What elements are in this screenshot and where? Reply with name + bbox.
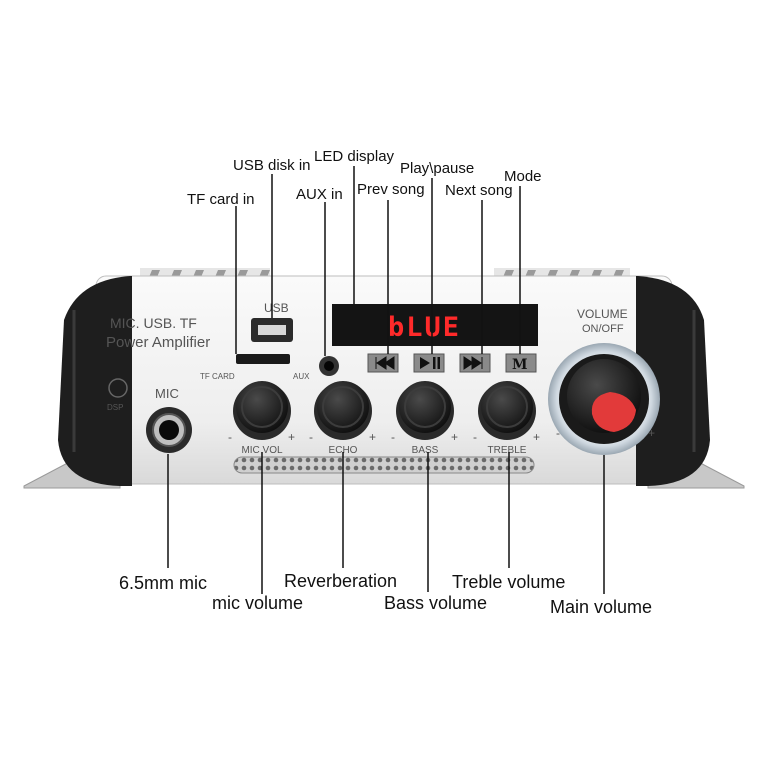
grille-strip [233, 456, 535, 474]
prev-song-button[interactable] [367, 353, 399, 373]
callout-next-song: Next song [445, 182, 513, 199]
aux-label: AUX [293, 372, 310, 381]
callout-aux-in: AUX in [296, 186, 343, 203]
echo-knob[interactable] [314, 381, 372, 440]
left-bumper [58, 276, 132, 486]
right-bumper [636, 276, 710, 486]
led-display-text: bLUE [388, 312, 461, 343]
knob-minus-mark: - [391, 430, 395, 444]
knob-label: BASS [412, 445, 439, 456]
callout-mic-volume: mic volume [212, 593, 303, 613]
knob-label: TREBLE [488, 445, 527, 456]
callout-mic-jack: 6.5mm mic [119, 573, 207, 593]
mic-label: MIC [155, 386, 179, 401]
dsp-logo: DSP [107, 378, 128, 412]
volume-label: VOLUME [577, 307, 628, 321]
callout-usb-disk-in: USB disk in [233, 157, 311, 174]
play-pause-button[interactable] [413, 353, 445, 373]
knob-minus-mark: - [473, 430, 477, 444]
callout-tf-card-in: TF card in [187, 191, 255, 208]
treble-knob[interactable] [478, 381, 536, 440]
usb-port[interactable] [251, 318, 293, 342]
leader-lines [167, 166, 605, 594]
knob-label: ECHO [329, 445, 358, 456]
callout-mode: Mode [504, 168, 542, 185]
mic-jack[interactable] [146, 407, 192, 453]
callout-main-volume: Main volume [550, 597, 652, 617]
knob-plus-mark: + [533, 430, 540, 444]
mode-button-label: M [512, 357, 528, 373]
aux-jack[interactable] [319, 356, 339, 376]
mic-vol-knob[interactable] [233, 381, 291, 440]
volume-plus: + [648, 426, 655, 440]
next-song-button[interactable] [459, 353, 491, 373]
volume-minus: - [556, 426, 560, 440]
knob-plus-mark: + [288, 430, 295, 444]
callout-bass-volume: Bass volume [384, 593, 487, 613]
usb-label: USB [264, 301, 289, 315]
callout-led-display: LED display [314, 148, 395, 165]
callout-prev-song: Prev song [357, 181, 425, 198]
knob-minus-mark: - [228, 430, 232, 444]
tf-card-slot[interactable] [236, 354, 290, 364]
tf-card-label: TF CARD [200, 372, 235, 381]
knob-label: MIC VOL [241, 445, 283, 456]
callout-play-pause: Play\pause [400, 160, 474, 177]
brand-line2: Power Amplifier [106, 334, 210, 351]
led-display: bLUE [332, 304, 538, 346]
main-volume-knob[interactable] [548, 343, 660, 455]
callout-reverberation: Reverberation [284, 571, 397, 591]
mode-button[interactable]: M [505, 353, 537, 373]
dsp-label: DSP [107, 403, 123, 412]
brand-line1: MIC. USB. TF [110, 315, 197, 331]
on-off-label: ON/OFF [582, 323, 624, 335]
callout-treble-volume: Treble volume [452, 572, 565, 592]
bass-knob[interactable] [396, 381, 454, 440]
knob-plus-mark: + [451, 430, 458, 444]
knob-minus-mark: - [309, 430, 313, 444]
knob-plus-mark: + [369, 430, 376, 444]
